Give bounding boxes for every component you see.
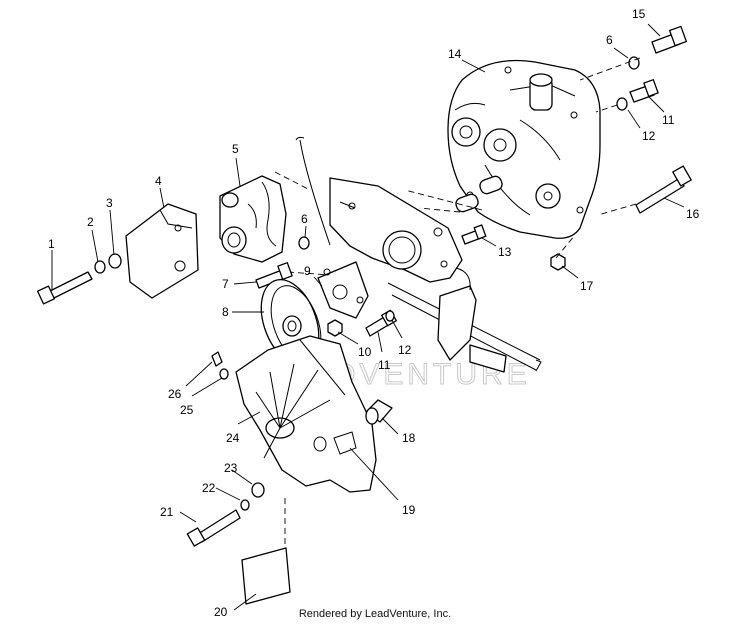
washer-6-right [628, 56, 640, 70]
label-17: 17 [580, 279, 594, 293]
decal-20 [241, 547, 291, 605]
bolt-1 [36, 271, 93, 305]
label-6: 6 [606, 33, 613, 47]
bolt-11-right [629, 79, 659, 103]
leader-lines [51, 23, 685, 611]
washer-22 [240, 499, 250, 511]
housing-5 [219, 175, 287, 263]
label-19: 19 [402, 503, 416, 517]
callout-labels: 1 2 3 4 5 6 7 8 9 10 11 12 13 14 15 6 11… [48, 7, 700, 619]
label-10: 10 [358, 345, 372, 359]
belt-guard-24 [235, 335, 377, 493]
label-20: 20 [214, 605, 228, 619]
washer-12-right [616, 97, 628, 111]
washer-2 [94, 260, 106, 274]
label-8: 8 [222, 305, 229, 319]
label-26: 26 [168, 387, 182, 401]
label-13: 13 [498, 245, 512, 259]
washer-23 [251, 482, 265, 498]
bolt-7 [255, 262, 293, 289]
washer-6-left [298, 236, 310, 250]
label-11: 11 [378, 358, 391, 372]
label-7: 7 [222, 277, 229, 291]
label-14: 14 [448, 47, 462, 61]
label-15: 15 [632, 7, 646, 21]
label-25: 25 [180, 403, 194, 417]
screw-26 [211, 351, 223, 367]
label-12: 12 [398, 343, 412, 357]
label-21: 21 [160, 505, 174, 519]
gusset-plate-9 [317, 261, 369, 319]
label-4: 4 [155, 174, 162, 188]
washer-3 [108, 253, 122, 269]
label-12: 12 [642, 129, 656, 143]
label-18: 18 [402, 431, 416, 445]
label-5: 5 [232, 142, 239, 156]
nut-17 [550, 253, 566, 271]
label-23: 23 [224, 461, 238, 475]
bolt-16 [635, 165, 692, 214]
spacer-18 [365, 399, 393, 425]
screw-13 [461, 224, 487, 245]
cover-plate-4 [125, 203, 199, 299]
label-1: 1 [48, 237, 55, 251]
gear-case [447, 59, 601, 239]
label-16: 16 [686, 207, 700, 221]
label-9: 9 [304, 264, 311, 278]
washer-25 [219, 368, 229, 380]
label-3: 3 [106, 196, 113, 210]
label-11: 11 [662, 113, 675, 127]
lower-bracket [437, 267, 507, 373]
mounting-plate [329, 177, 463, 283]
bolt-21 [186, 509, 241, 547]
render-credit: Rendered by LeadVenture, Inc. [298, 608, 452, 620]
label-24: 24 [226, 431, 240, 445]
bolt-15 [651, 25, 688, 54]
label-2: 2 [87, 215, 94, 229]
washer-12-mid [385, 310, 395, 322]
label-6: 6 [301, 212, 308, 226]
label-22: 22 [202, 481, 216, 495]
